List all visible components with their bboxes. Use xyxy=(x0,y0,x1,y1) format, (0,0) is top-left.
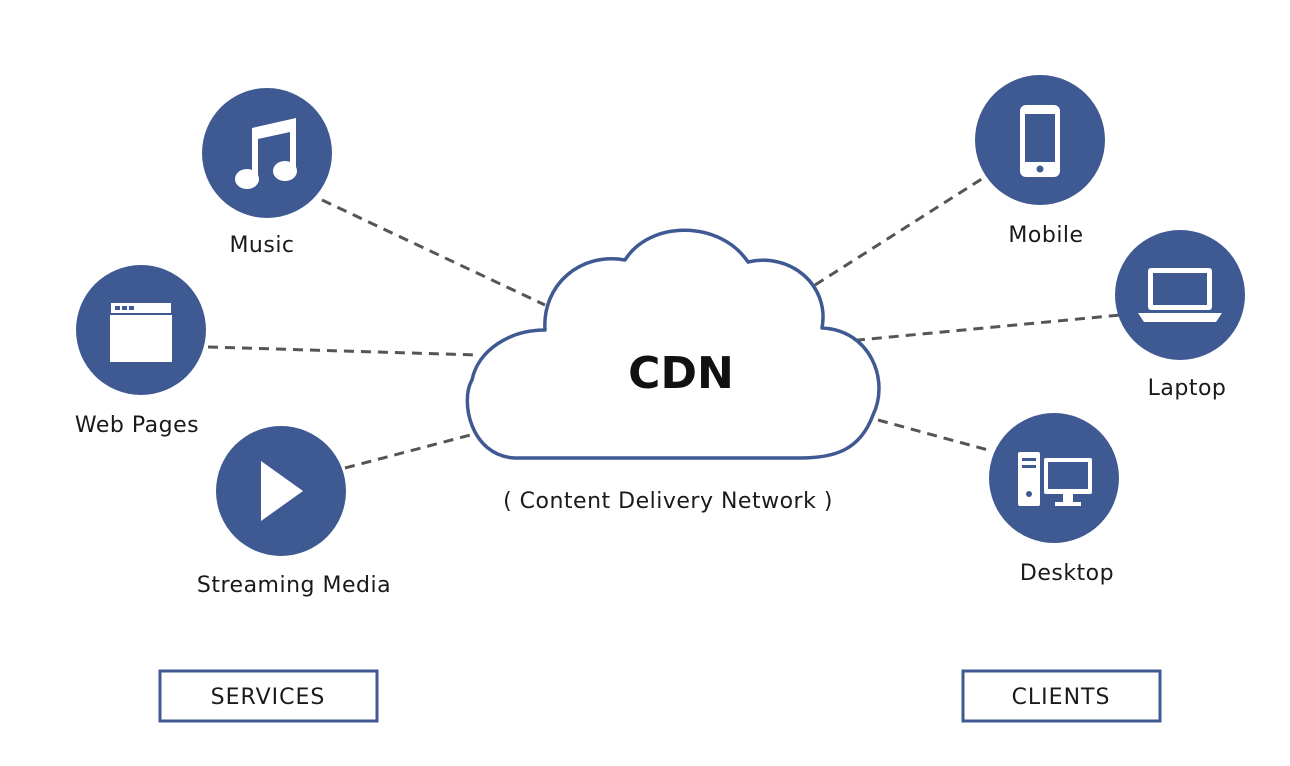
connectors xyxy=(207,173,1121,470)
connector-web-pages xyxy=(207,345,479,357)
client-label-laptop: Laptop xyxy=(1148,376,1227,401)
connector-laptop xyxy=(837,313,1121,344)
client-mobile: Mobile xyxy=(975,75,1105,248)
clients-heading-box: CLIENTS xyxy=(961,669,1162,723)
desktop-computer-icon xyxy=(1018,452,1092,506)
browser-window-icon xyxy=(109,301,173,362)
client-label-desktop: Desktop xyxy=(1020,561,1114,586)
service-music: Music xyxy=(202,88,332,258)
services-heading-box: SERVICES xyxy=(158,669,379,723)
connector-streaming-media xyxy=(344,431,479,470)
connector-mobile xyxy=(814,173,989,287)
cdn-subtitle: ( Content Delivery Network ) xyxy=(503,489,833,514)
clients-heading: CLIENTS xyxy=(1012,685,1111,710)
service-streaming-media: Streaming Media xyxy=(197,426,391,598)
play-icon xyxy=(261,461,303,521)
client-label-mobile: Mobile xyxy=(1008,223,1083,248)
service-label-streaming-media: Streaming Media xyxy=(197,573,391,598)
music-node xyxy=(202,88,332,218)
services-heading: SERVICES xyxy=(211,685,326,710)
service-web-pages: Web Pages xyxy=(75,265,206,438)
connector-music xyxy=(321,198,546,307)
client-laptop: Laptop xyxy=(1115,230,1245,401)
connector-desktop xyxy=(877,418,989,452)
cdn-cloud: CDN xyxy=(465,228,881,460)
cloud-shape xyxy=(465,228,881,460)
client-desktop: Desktop xyxy=(989,413,1119,586)
service-label-web-pages: Web Pages xyxy=(75,413,199,438)
laptop-icon xyxy=(1138,268,1222,322)
music-note-icon xyxy=(235,118,297,189)
service-label-music: Music xyxy=(229,233,294,258)
mobile-phone-icon xyxy=(1020,105,1060,177)
cdn-title: CDN xyxy=(628,348,734,399)
